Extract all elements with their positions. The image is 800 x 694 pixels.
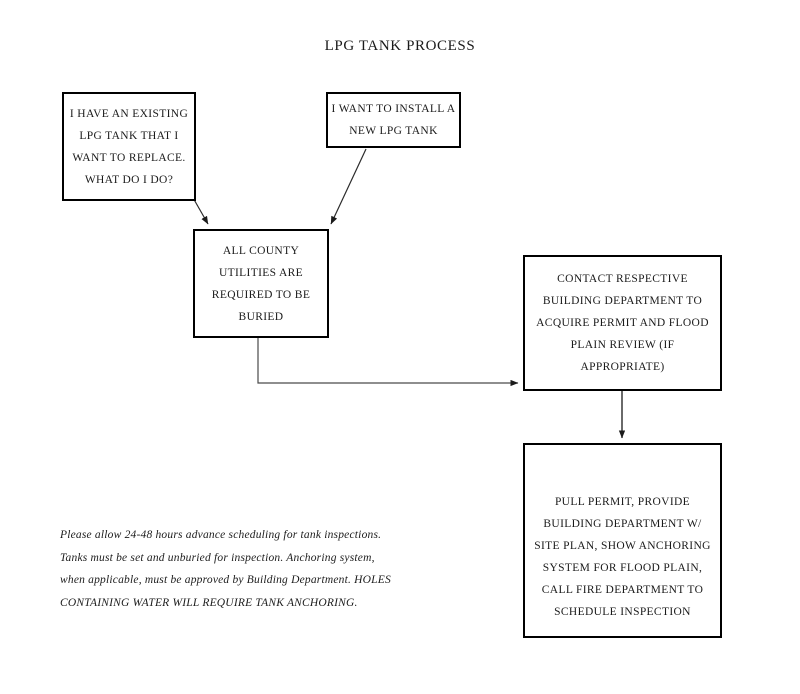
node-contact-building-department[interactable]: CONTACT RESPECTIVE BUILDING DEPARTMENT T… [523, 255, 722, 391]
node-line: NEW LPG TANK [349, 125, 438, 137]
footnote-line: CONTAINING WATER WILL REQUIRE TANK ANCHO… [60, 596, 358, 609]
node-line: PLAIN REVIEW (IF [570, 339, 675, 351]
node-line: CONTACT RESPECTIVE [557, 273, 688, 285]
node-line: PULL PERMIT, PROVIDE [554, 496, 691, 508]
connector-buried-to-contact-building-department [257, 338, 519, 387]
node-line: UTILITIES ARE [218, 266, 304, 279]
node-line: ACQUIRE PERMIT AND FLOOD [536, 317, 709, 329]
node-new-tank[interactable]: I WANT TO INSTALL A NEW LPG TANK [326, 92, 461, 148]
node-line: SYSTEM FOR FLOOD PLAIN, [542, 562, 703, 574]
footnote: Please allow 24-48 hours advance schedul… [60, 524, 420, 614]
node-line: APPROPRIATE) [580, 361, 665, 373]
page-title: LPG TANK PROCESS [324, 38, 476, 54]
connector-new-tank-to-buried [330, 148, 367, 225]
node-line: SCHEDULE INSPECTION [554, 606, 691, 618]
node-line: SITE PLAN, SHOW ANCHORING [534, 540, 711, 552]
node-line: BURIED [238, 310, 284, 323]
node-line: CALL FIRE DEPARTMENT TO [541, 584, 704, 596]
node-line: I WANT TO INSTALL A [331, 103, 456, 115]
footnote-line: when applicable, must be approved by Bui… [60, 574, 391, 586]
node-existing-tank[interactable]: I HAVE AN EXISTING LPG TANK THAT I WANT … [62, 92, 196, 201]
node-line: REQUIRED TO BE [211, 288, 311, 301]
footnote-line: Tanks must be set and unburied for inspe… [60, 551, 375, 564]
node-line: BUILDING DEPARTMENT TO [542, 295, 703, 307]
node-all-county-utilities-buried[interactable]: ALL COUNTY UTILITIES ARE REQUIRED TO BE … [193, 229, 329, 338]
node-line: LPG TANK THAT I [79, 129, 179, 142]
node-line: WANT TO REPLACE. [72, 151, 186, 164]
node-line: ALL COUNTY [222, 244, 300, 257]
node-line: BUILDING DEPARTMENT W/ [543, 518, 702, 530]
node-pull-permit[interactable]: PULL PERMIT, PROVIDE BUILDING DEPARTMENT… [523, 443, 722, 638]
node-line: WHAT DO I DO? [84, 173, 174, 186]
footnote-line: Please allow 24-48 hours advance schedul… [60, 529, 382, 541]
node-line: I HAVE AN EXISTING [69, 107, 189, 120]
